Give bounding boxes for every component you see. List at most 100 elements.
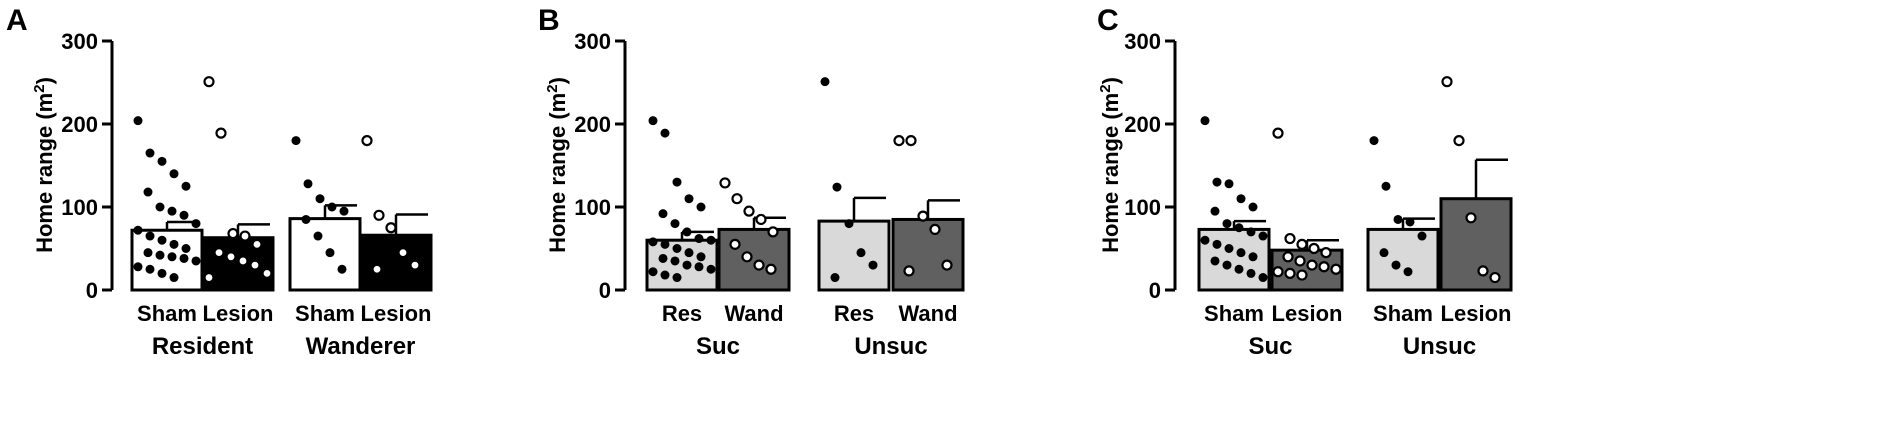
data-point: [1258, 231, 1268, 241]
data-point: [1296, 238, 1308, 250]
bar: [1197, 227, 1271, 292]
data-point: [1296, 269, 1308, 281]
data-point: [1224, 244, 1234, 253]
data-point: [397, 247, 409, 259]
panel-letter: B: [538, 4, 560, 37]
data-point: [313, 231, 323, 241]
data-point: [682, 227, 692, 237]
data-point: [755, 213, 767, 226]
data-point: [648, 267, 658, 277]
group-label: Suc: [696, 333, 740, 360]
data-point: [385, 222, 397, 234]
data-point: [1465, 212, 1477, 224]
data-point: [145, 231, 155, 241]
data-point: [1393, 214, 1403, 224]
category-label: Sham: [295, 301, 355, 326]
category-label: Wand: [898, 301, 957, 326]
data-point: [215, 127, 227, 139]
data-point: [327, 202, 337, 212]
data-point: [670, 219, 680, 229]
data-point: [729, 238, 741, 250]
data-point: [767, 226, 779, 238]
data-point: [1272, 266, 1284, 278]
bar: [130, 228, 204, 292]
y-tick-label: 200: [574, 112, 611, 137]
data-point: [303, 179, 313, 189]
data-point: [719, 177, 731, 189]
y-axis-title: Home range (m2): [31, 77, 57, 253]
data-point: [339, 206, 349, 216]
data-point: [660, 128, 670, 138]
data-point: [239, 230, 251, 242]
y-axis-title-close: ): [545, 77, 570, 84]
data-point: [227, 227, 239, 240]
category-label: Lesion: [203, 301, 274, 326]
category-label: Sham: [1204, 301, 1264, 326]
data-point: [143, 248, 153, 258]
data-point: [694, 234, 704, 244]
data-point: [1306, 259, 1318, 271]
data-point: [706, 264, 716, 274]
data-point: [905, 135, 917, 147]
data-point: [1294, 255, 1306, 267]
y-tick-label: 100: [1124, 195, 1161, 220]
data-point: [1246, 227, 1256, 237]
data-point: [1330, 263, 1342, 275]
y-tick-label: 200: [1124, 112, 1161, 137]
data-point: [1477, 265, 1489, 277]
data-point: [1212, 239, 1222, 249]
data-point: [361, 135, 373, 147]
data-point: [371, 263, 383, 275]
data-point: [1308, 242, 1320, 255]
category-label: Res: [662, 301, 702, 326]
data-point: [251, 238, 263, 250]
data-point: [1236, 248, 1246, 258]
group-label: Unsuc: [854, 333, 927, 360]
y-tick-label: 100: [61, 195, 98, 220]
data-point: [765, 263, 777, 275]
y-tick-label: 0: [599, 278, 611, 303]
data-point: [1391, 260, 1401, 270]
y-axis-title-superscript: 2: [1097, 84, 1114, 92]
data-point: [670, 256, 680, 266]
category-label: Lesion: [1441, 301, 1512, 326]
category-label: Wand: [724, 301, 783, 326]
data-point: [1234, 223, 1244, 233]
group-label: Wanderer: [306, 333, 416, 360]
data-point: [261, 267, 273, 279]
y-axis-title-close: ): [32, 77, 57, 84]
data-point: [684, 194, 694, 204]
data-point: [696, 202, 706, 212]
data-point: [167, 252, 177, 262]
data-point: [658, 253, 668, 263]
y-axis-title-superscript: 2: [544, 84, 561, 92]
data-point: [844, 219, 854, 229]
data-point: [672, 177, 682, 187]
data-point: [1381, 181, 1391, 191]
bar: [645, 238, 719, 292]
data-point: [1403, 267, 1413, 277]
bar: [1439, 197, 1513, 292]
data-point: [696, 252, 706, 262]
y-tick-label: 300: [61, 29, 98, 54]
data-point: [1369, 136, 1379, 146]
data-point: [1453, 135, 1465, 147]
y-axis-title: Home range (m2): [1097, 77, 1123, 253]
y-tick-label: 300: [1124, 29, 1161, 54]
y-tick-label: 0: [86, 278, 98, 303]
data-point: [291, 136, 301, 146]
data-point: [203, 76, 215, 88]
data-point: [145, 264, 155, 274]
data-point: [301, 214, 311, 224]
data-point: [169, 239, 179, 249]
data-point: [157, 235, 167, 245]
data-point: [179, 210, 189, 220]
bar: [891, 217, 965, 292]
data-point: [682, 260, 692, 270]
panel-letter: C: [1097, 4, 1119, 37]
data-point: [1236, 194, 1246, 204]
data-point: [169, 273, 179, 283]
y-axis-title-close: ): [1098, 77, 1123, 84]
panel-letter: A: [6, 4, 28, 37]
data-point: [1441, 76, 1453, 88]
